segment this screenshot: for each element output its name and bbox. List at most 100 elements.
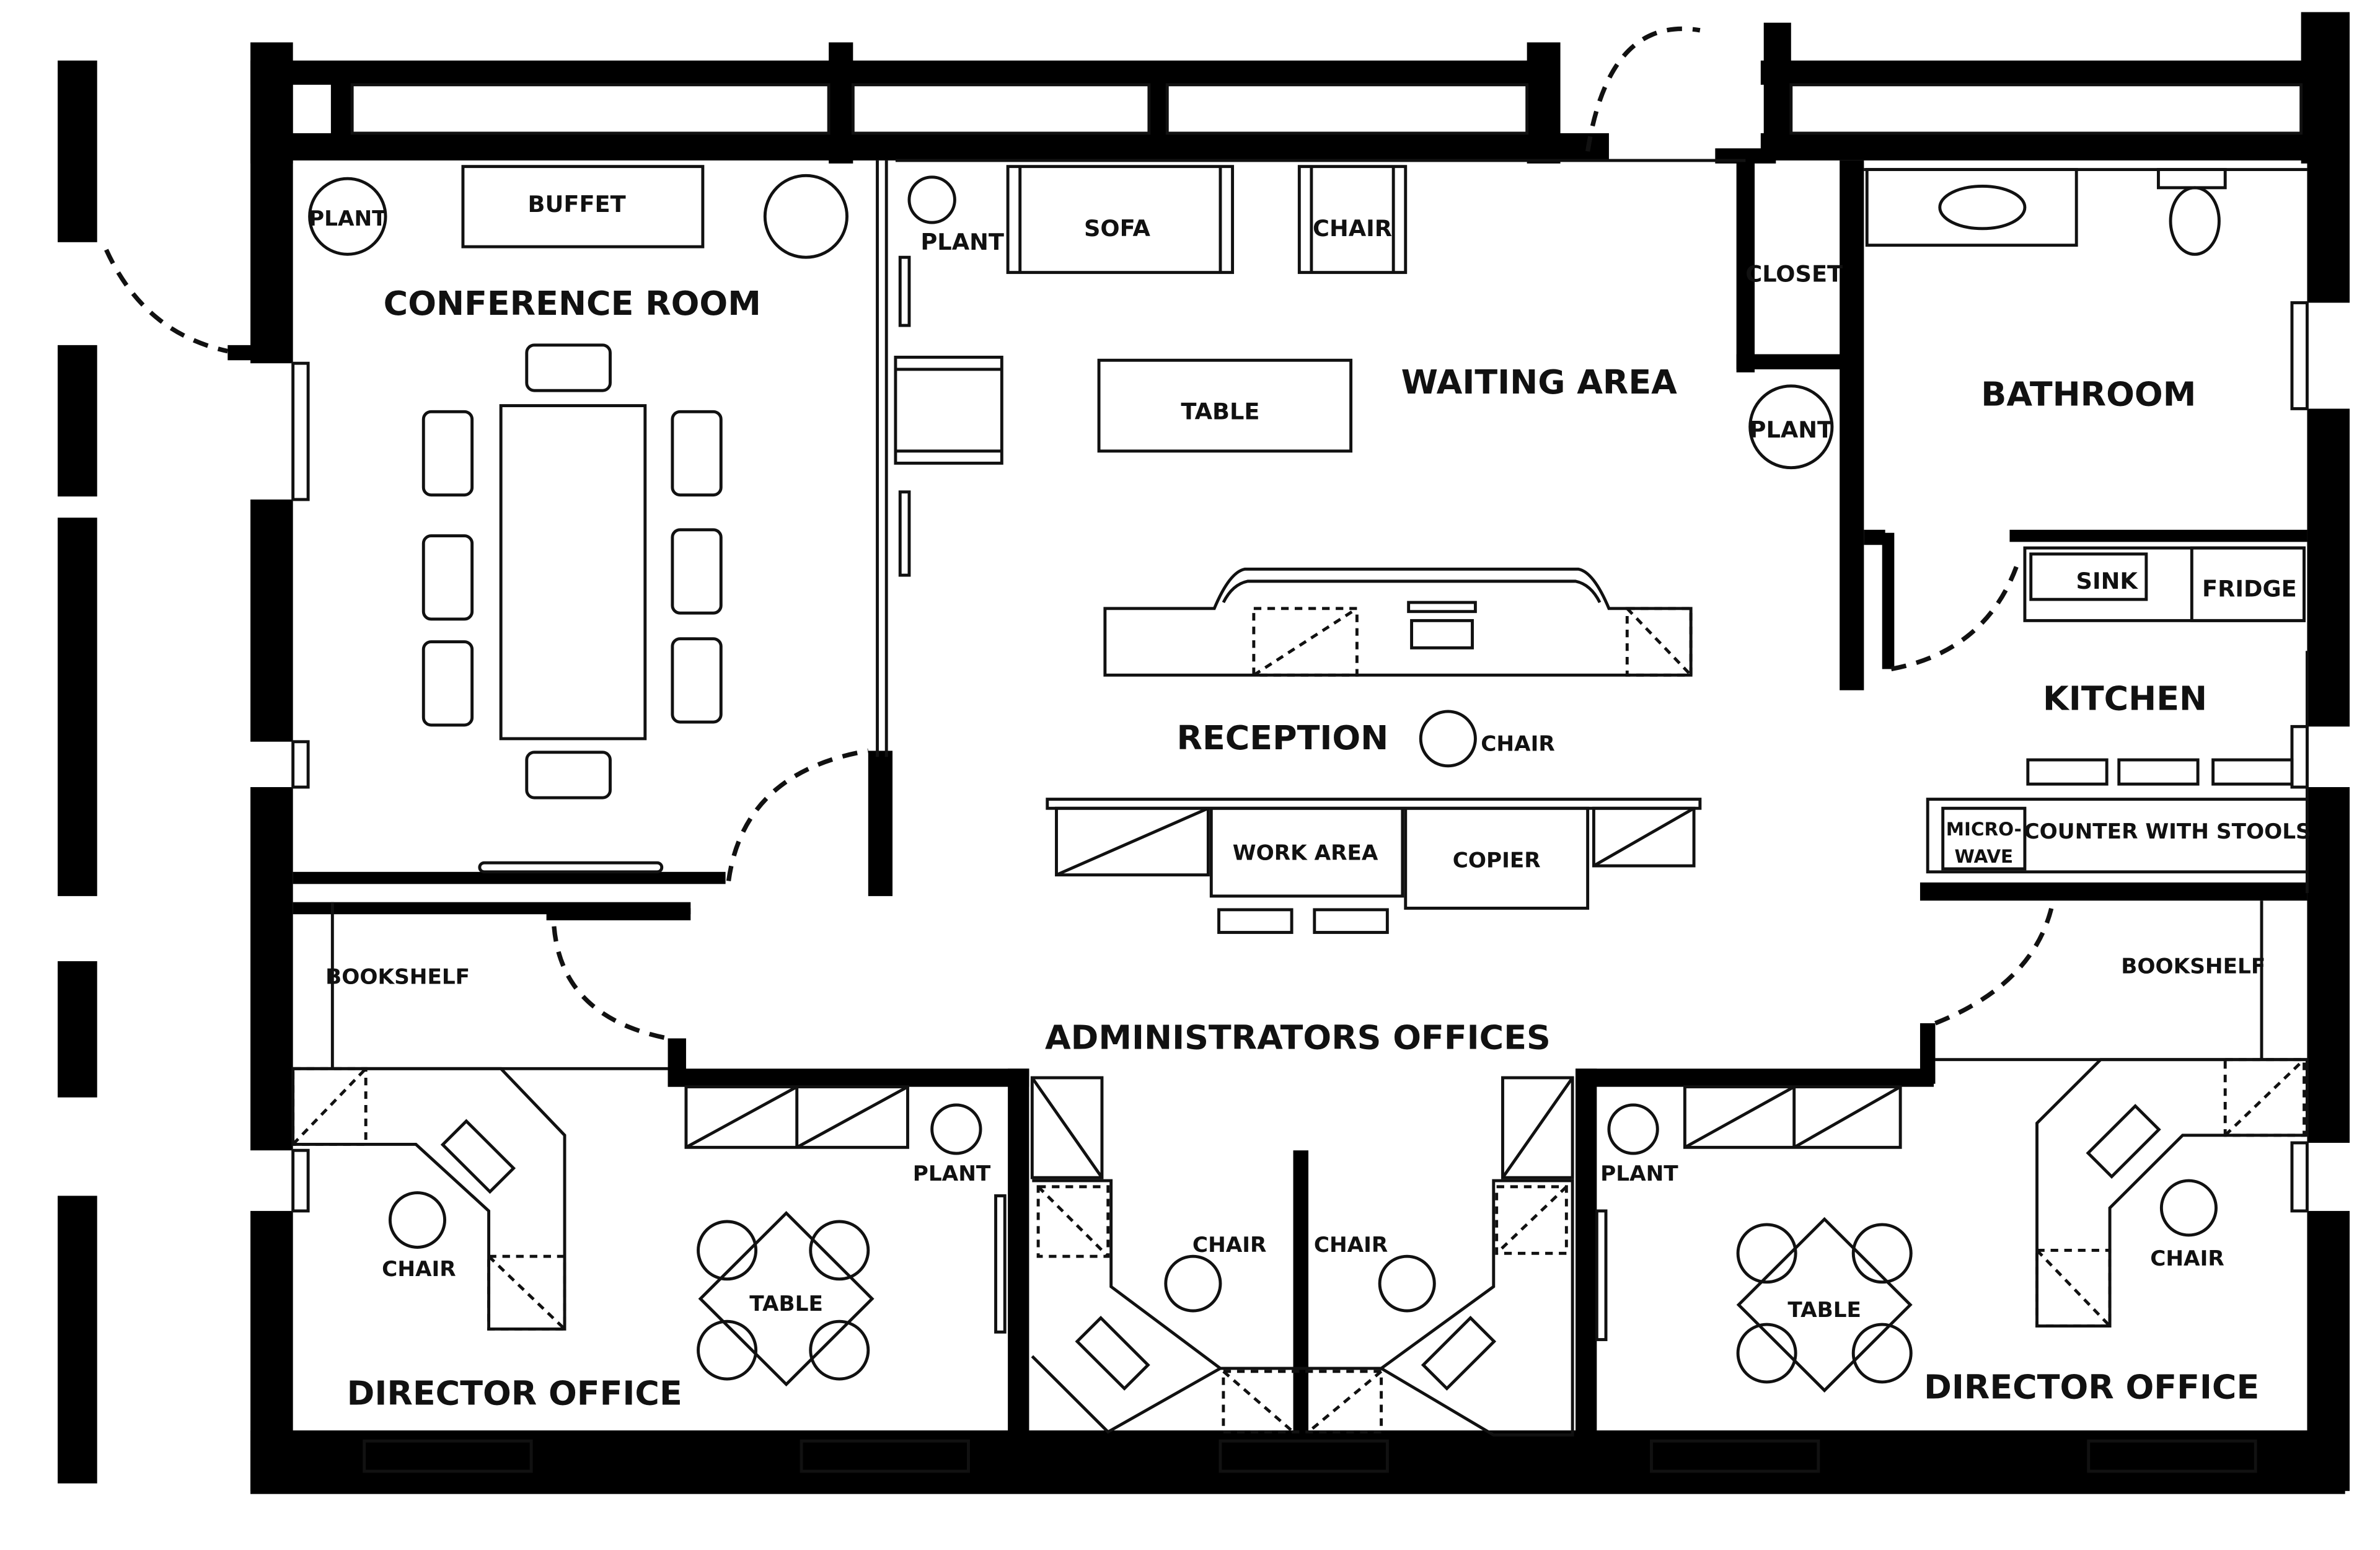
desk	[2035, 1058, 2309, 1328]
buffet	[461, 165, 705, 249]
chair-label: CHAIR	[1314, 1233, 1388, 1257]
chair-icon	[809, 1319, 870, 1381]
chair-label: CHAIR	[1192, 1233, 1266, 1257]
chair-icon	[894, 355, 1003, 465]
sofa	[1006, 165, 1235, 275]
computer-icon	[1421, 1316, 1497, 1391]
copier-label: COPIER	[1453, 848, 1541, 873]
chair-icon	[421, 640, 474, 727]
door-swing-icon	[104, 26, 2055, 1041]
table-label: TABLE	[749, 1292, 823, 1316]
office-table	[698, 1210, 875, 1387]
copier	[1404, 806, 1590, 910]
toilet-icon	[2169, 186, 2221, 256]
reception-label: RECEPTION	[1177, 718, 1389, 757]
chair-icon	[388, 1191, 446, 1249]
director-office-left-label: DIRECTOR OFFICE	[347, 1374, 682, 1413]
computer-icon	[1075, 1316, 1150, 1391]
conference-table	[499, 404, 647, 741]
director-office-right-label: DIRECTOR OFFICE	[1924, 1368, 2259, 1407]
conference-room-label: CONFERENCE ROOM	[384, 284, 761, 323]
chair-label: CHAIR	[2150, 1246, 2224, 1271]
plant-label: PLANT	[920, 229, 1004, 255]
waiting-area-label: WAITING AREA	[1401, 363, 1678, 402]
chair-icon	[1736, 1323, 1797, 1384]
reception	[1046, 567, 1702, 934]
plant-icon	[763, 174, 848, 259]
reception-desk	[1103, 567, 1693, 677]
plant-icon	[907, 175, 956, 224]
chair-icon	[671, 410, 723, 497]
chair-icon	[2159, 1179, 2218, 1237]
plant-label: PLANT	[1750, 416, 1833, 443]
counter-label: COUNTER WITH STOOLS	[2024, 819, 2311, 844]
stool	[2211, 758, 2294, 786]
waiting-area	[894, 165, 1834, 470]
microwave-label-1: MICRO-	[1946, 819, 2022, 840]
chair-icon	[697, 1220, 758, 1281]
director-office-left	[291, 1067, 982, 1387]
tub-icon	[1938, 184, 2027, 231]
computer-icon	[1407, 601, 1477, 614]
chair-icon	[1851, 1223, 1913, 1284]
kitchen-label: KITCHEN	[2043, 679, 2207, 718]
counter	[1926, 798, 2309, 874]
chair-icon	[421, 410, 474, 497]
chair-icon	[1419, 710, 1477, 768]
plant-icon	[308, 177, 387, 256]
bookshelf-label: BOOKSHELF	[325, 965, 470, 990]
chair-icon	[809, 1220, 870, 1281]
chair-icon	[1378, 1254, 1436, 1313]
fridge-label: FRIDGE	[2202, 575, 2297, 602]
work-area	[1209, 806, 1404, 898]
closet-label: CLOSET	[1745, 260, 1843, 287]
stool	[1217, 908, 1294, 934]
plant-icon	[1607, 1103, 1659, 1155]
computer-icon	[1410, 619, 1474, 650]
kitchen	[1926, 546, 2309, 874]
stool	[1313, 908, 1389, 934]
plant-label: PLANT	[309, 206, 387, 231]
chair-icon	[525, 343, 612, 392]
computer-icon	[440, 1119, 516, 1194]
tub-icon	[1865, 168, 2078, 247]
chair-icon	[1736, 1223, 1797, 1284]
chair-icon	[697, 1319, 758, 1381]
table-label: TABLE	[1787, 1298, 1861, 1323]
admin-offices-label: ADMINISTRATORS OFFICES	[1045, 1018, 1551, 1057]
chair-label: CHAIR	[382, 1257, 456, 1282]
microwave-label-2: WAVE	[1955, 846, 2014, 867]
chair-icon	[1164, 1254, 1222, 1313]
conference-room	[308, 165, 848, 799]
microwave	[1941, 806, 2027, 871]
buffet-label: BUFFET	[528, 191, 626, 218]
sofa-label: SOFA	[1084, 215, 1151, 242]
chair-icon	[671, 637, 723, 724]
bathroom-label: BATHROOM	[1981, 375, 2196, 414]
bookshelf-label: BOOKSHELF	[2121, 954, 2265, 979]
plant-label: PLANT	[1600, 1161, 1678, 1186]
chair-icon	[525, 751, 612, 799]
stool	[2026, 758, 2109, 786]
chair-label: CHAIR	[1481, 731, 1554, 756]
sink	[2029, 552, 2148, 601]
fridge	[2190, 546, 2306, 622]
toilet-icon	[2157, 168, 2227, 190]
plant-icon	[1748, 384, 1834, 470]
bathroom	[1865, 168, 2227, 256]
chair-label: CHAIR	[1313, 215, 1392, 242]
admin-cubicles	[1030, 1076, 1574, 1437]
stool	[2117, 758, 2200, 786]
chair-icon	[1297, 165, 1408, 275]
windows	[291, 83, 2309, 1473]
computer-icon	[2086, 1104, 2161, 1179]
office-table	[1736, 1217, 1913, 1393]
chair-icon	[421, 534, 474, 621]
work-area-label: WORK AREA	[1233, 840, 1378, 865]
desk	[291, 1067, 566, 1331]
director-office-right	[1607, 1058, 2309, 1393]
table-label: TABLE	[1181, 399, 1259, 425]
waiting-table	[1097, 358, 1353, 453]
plant-label: PLANT	[913, 1161, 991, 1186]
